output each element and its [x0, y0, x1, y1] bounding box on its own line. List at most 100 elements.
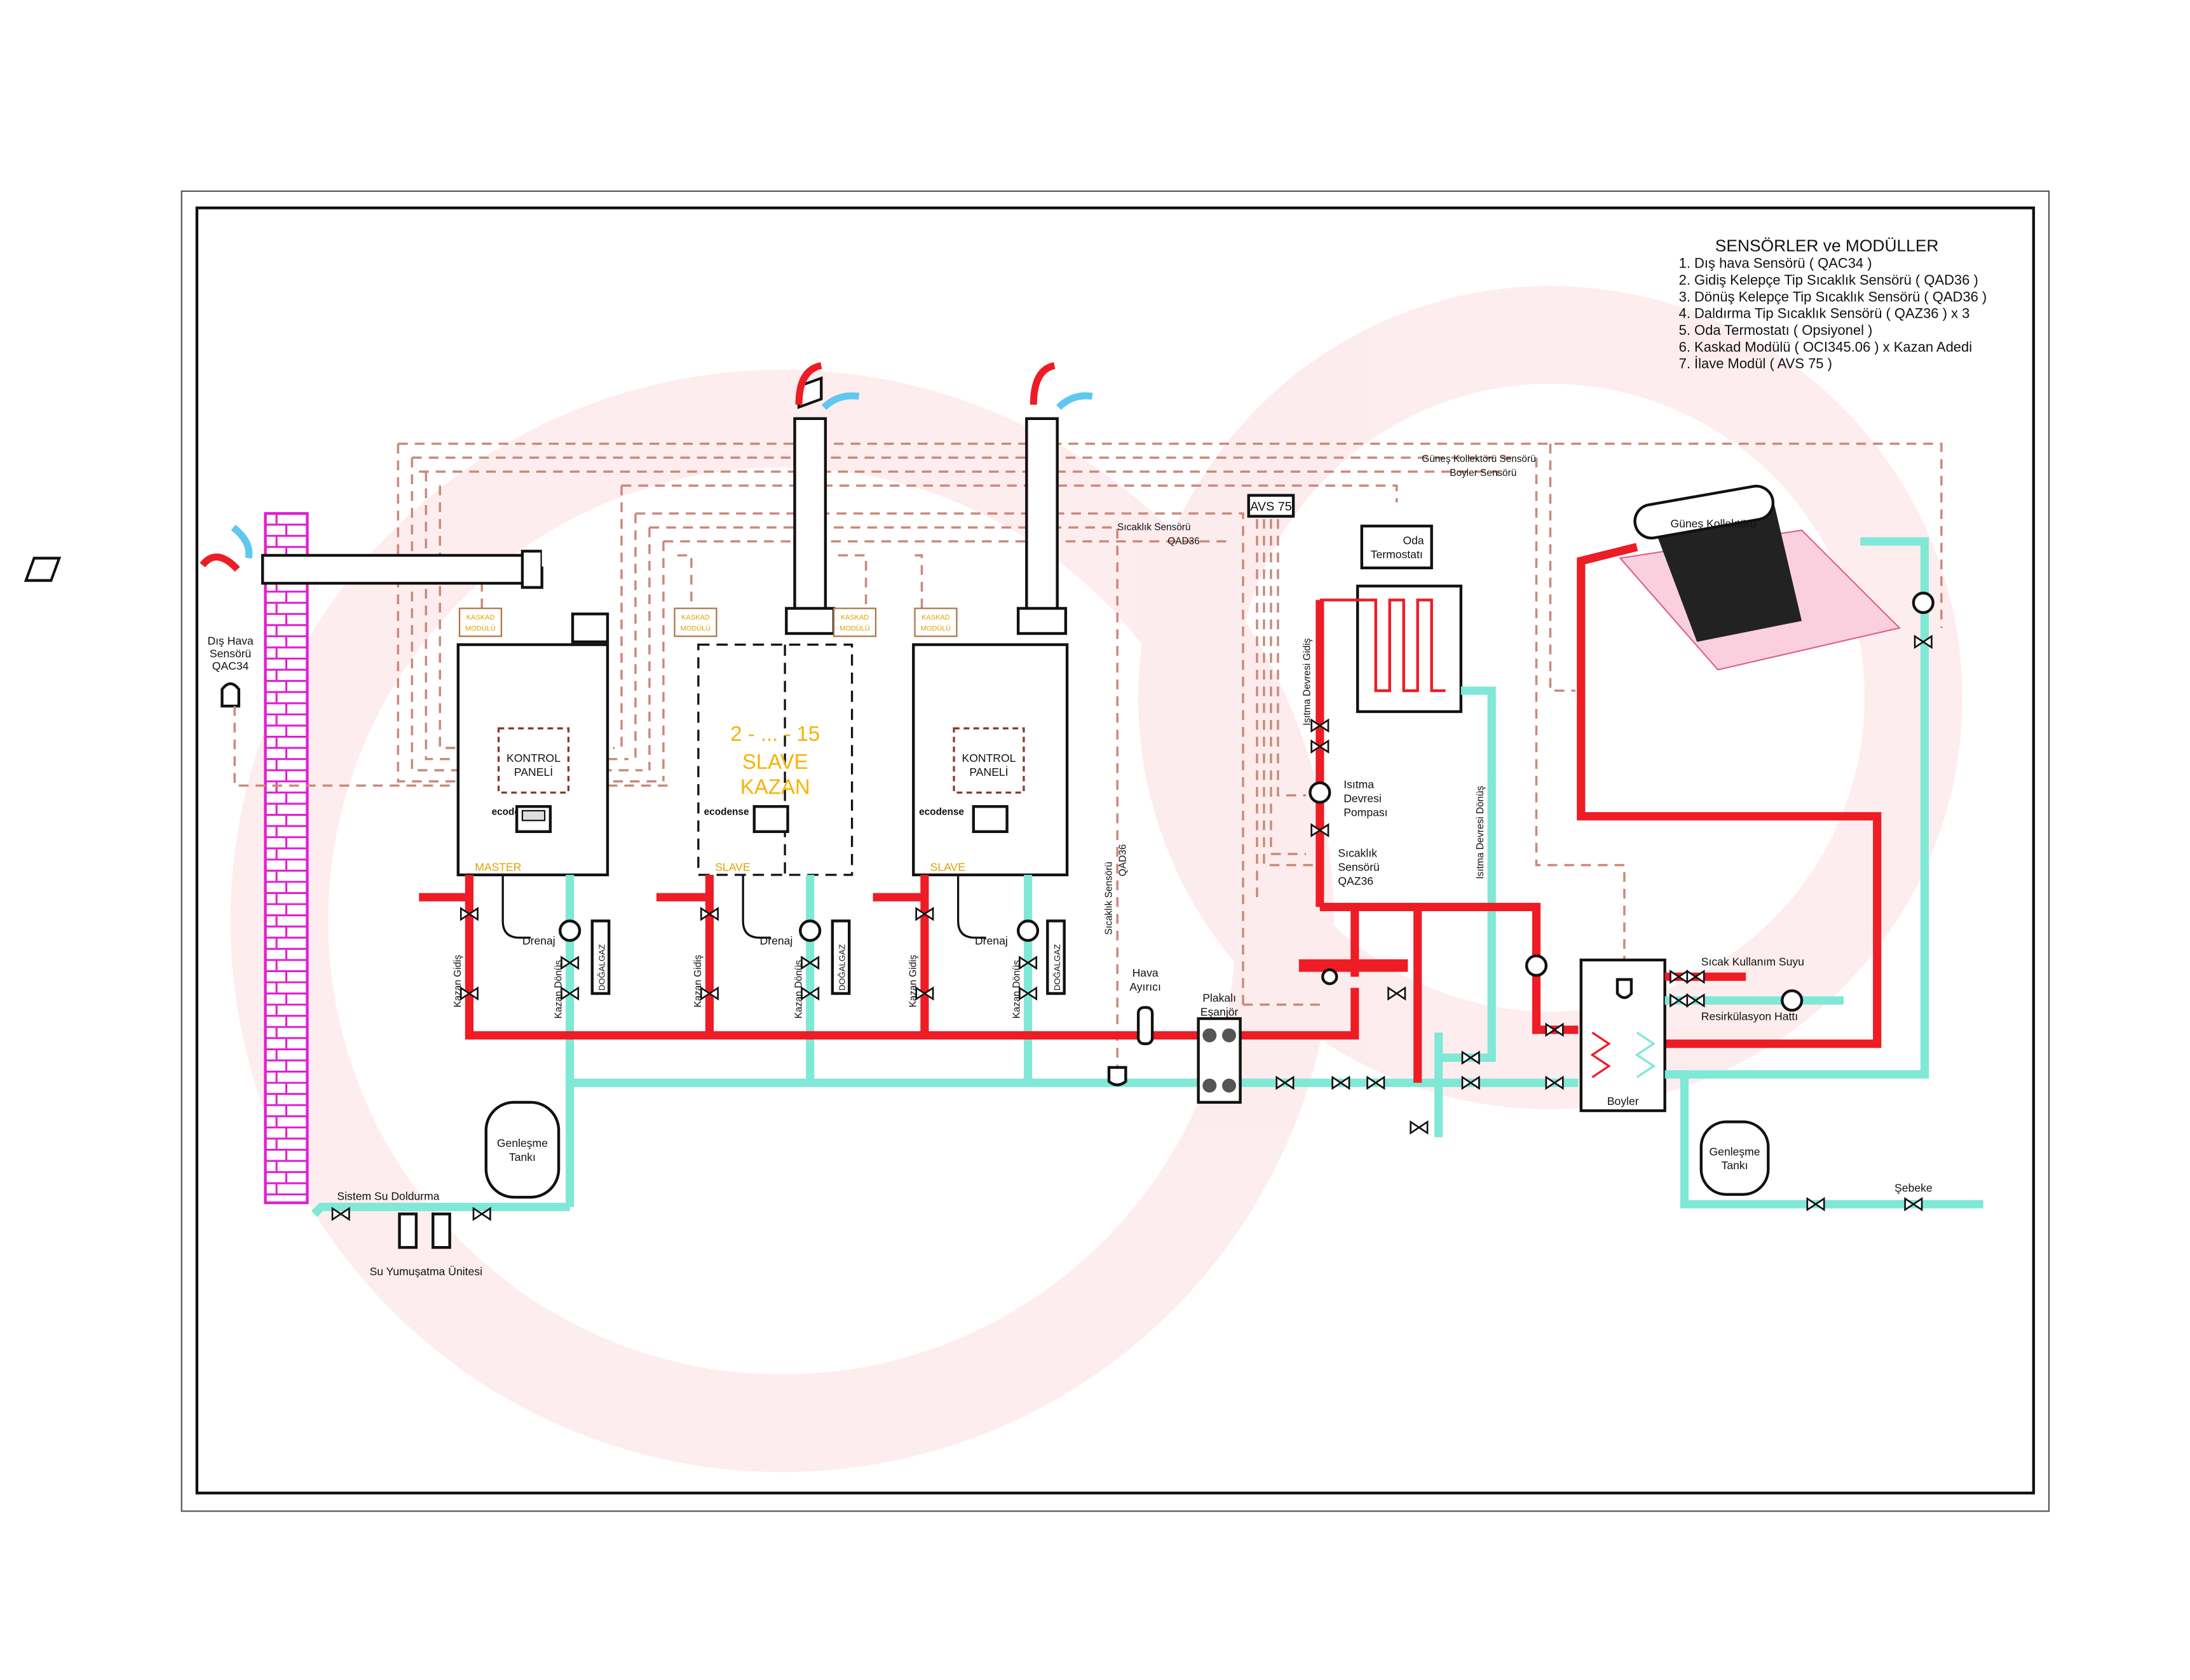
heating-supply-label: Isıtma Devresi Gidiş	[1302, 638, 1312, 726]
tank-sensor-label: Boyler Sensörü	[1450, 468, 1516, 478]
watermark-logo	[230, 286, 1962, 1472]
supply-label: Kazan Gidiş	[693, 954, 704, 1007]
cascade-module-label: KASKAD	[466, 614, 495, 621]
boiler-master: KASKAD MODÜLÜ KONTROL PANELİ ecodense MA…	[456, 607, 609, 877]
valve-icon	[1387, 986, 1406, 1001]
tank-label: Boyler	[1607, 1095, 1639, 1108]
boiler-slave-group: KASKAD MODÜLÜ KASKAD MODÜLÜ 2 - ... - 15…	[674, 607, 877, 876]
flue-pipe-master	[24, 524, 612, 644]
cascade-module-label: MODÜLÜ	[681, 625, 711, 633]
expansion-tank-system: Genleşme Tankı Sistem Su Doldurma Su Yum…	[337, 1101, 561, 1278]
valve-icon	[1545, 1075, 1564, 1090]
pump-icon	[1912, 592, 1935, 614]
legend-item: 6. Kaskad Modülü ( OCI345.06 ) x Kazan A…	[1679, 339, 1972, 355]
outdoor-sensor-label: Sensörü	[210, 647, 251, 660]
softener-label: Su Yumuşatma Ünitesi	[370, 1265, 482, 1278]
valve-icon	[1310, 718, 1330, 733]
heating-pump-label: Isıtma	[1343, 778, 1374, 791]
legend-item: 4. Daldırma Tip Sıcaklık Sensörü ( QAZ36…	[1679, 306, 1970, 322]
cascade-module-label: MODÜLÜ	[465, 625, 496, 633]
sensor-icon	[221, 682, 241, 708]
thermostat-label: Oda	[1403, 534, 1424, 546]
cascade-module-label: KASKAD	[841, 614, 869, 621]
return-label: Kazan Dönüş	[553, 960, 564, 1019]
hot-water-label: Sıcak Kullanım Suyu	[1701, 956, 1804, 968]
flue-pipe-slave-group	[785, 362, 860, 635]
underfloor-heating	[1319, 585, 1496, 782]
main-return-header	[311, 774, 1579, 1217]
avs75-module: AVS 75	[1247, 494, 1295, 518]
pump-icon	[1525, 954, 1548, 977]
gas-label: DOĞALGAZ	[597, 944, 607, 991]
valve-icon	[700, 986, 719, 1001]
valve-icon	[1914, 634, 1933, 649]
legend-item: 3. Dönüş Kelepçe Tip Sıcaklık Sensörü ( …	[1679, 288, 1987, 304]
avs-label: AVS 75	[1250, 500, 1292, 514]
valve-icon	[472, 1207, 491, 1221]
valve-icon	[1310, 823, 1330, 837]
solar-collector: Güneş Kollektörü	[1577, 484, 1935, 1079]
valve-icon	[1310, 739, 1330, 754]
pump-icon	[799, 919, 822, 942]
solar-collector-label: Güneş Kollektörü	[1670, 517, 1756, 530]
valve-icon	[1331, 1075, 1350, 1090]
fill-label: Sistem Su Doldurma	[337, 1190, 439, 1203]
valve-icon	[1019, 986, 1038, 1001]
valve-icon	[1806, 1196, 1825, 1212]
heating-pump-label: Devresi	[1343, 792, 1382, 805]
pump-icon	[1309, 781, 1331, 804]
boiler-tag: SLAVE	[715, 860, 750, 873]
dhw-tank: Boyler Sıcak Kullanım Suyu Resirkülasyon…	[1579, 956, 1983, 1209]
dhw-expansion-label: Genleşme	[1710, 1145, 1760, 1158]
mains-label: Şebeke	[1894, 1181, 1933, 1194]
legend-item: 2. Gidiş Kelepçe Tip Sıcaklık Sensörü ( …	[1679, 272, 1978, 288]
drain-label: Drenaj	[760, 935, 793, 947]
valve-icon	[1545, 1022, 1564, 1037]
inner-frame	[195, 207, 2036, 1494]
valve-icon	[561, 956, 580, 970]
gas-label: DOĞALGAZ	[838, 944, 847, 991]
boiler-tag: MASTER	[475, 860, 521, 873]
heating-return-label: Isıtma Devresi Dönüş	[1475, 785, 1486, 879]
valve-icon	[1461, 1075, 1480, 1090]
return-label: Kazan Dönüş	[1011, 960, 1022, 1019]
heating-circuit-labels: Isıtma Devresi Gidiş Isıtma Devresi Dönü…	[1302, 638, 1486, 887]
hex-label: Plakalı	[1202, 992, 1236, 1005]
return-label: Kazan Dönüş	[793, 960, 804, 1019]
cascade-module-label: KASKAD	[922, 614, 950, 621]
flue-pipe-slave-last	[1016, 362, 1093, 635]
valve-icon	[1410, 1120, 1429, 1135]
valve-icon	[915, 907, 934, 921]
plate-heat-exchanger: Plakalı Eşanjör	[1197, 992, 1242, 1104]
boiler-connections: DOĞALGAZ DOĞALGAZ DOĞALGAZ Drenaj Drenaj…	[419, 874, 1066, 1207]
control-panel-label: PANELİ	[514, 766, 553, 778]
valve-icon	[801, 986, 820, 1001]
legend-item: 5. Oda Termostatı ( Opsiyonel )	[1679, 322, 1873, 338]
outdoor-sensor-label: QAC34	[212, 660, 249, 672]
air-separator-label: Hava	[1132, 966, 1159, 979]
temp-sensor-label: Sıcaklık Sensörü	[1103, 862, 1114, 935]
drain-label: Drenaj	[522, 935, 555, 947]
outdoor-sensor-label: Dış Hava	[207, 635, 253, 647]
boiler-slave-last: KASKAD MODÜLÜ KONTROL PANELİ ecodense SL…	[912, 607, 1069, 877]
solar-sensor-label: Güneş Kollektörü Sensörü	[1422, 454, 1535, 464]
drain-label: Drenaj	[975, 935, 1008, 947]
sensor-icon	[1107, 1066, 1127, 1087]
valve-icon	[1275, 1075, 1295, 1090]
legend-item: 7. İlave Modül ( AVS 75 )	[1679, 356, 1832, 372]
pump-icon	[1781, 989, 1804, 1012]
heating-sensor-label: Sıcaklık	[1338, 846, 1377, 859]
outdoor-sensor: Dış Hava Sensörü QAC34	[207, 635, 254, 708]
wiring-labels: Güneş Kollektörü Sensörü Boyler Sensörü …	[1103, 454, 1536, 1087]
supply-label: Kazan Gidiş	[452, 954, 463, 1007]
air-separator-label: Ayırıcı	[1129, 980, 1160, 993]
cascade-module-label: MODÜLÜ	[921, 625, 951, 633]
legend: SENSÖRLER ve MODÜLLER 1. Dış hava Sensör…	[1679, 236, 1987, 371]
control-panel-label: PANELİ	[969, 766, 1008, 778]
valve-icon	[331, 1207, 350, 1221]
slave-range-label: SLAVE	[742, 750, 808, 773]
valve-icon	[1366, 1075, 1385, 1090]
cascade-module-label: MODÜLÜ	[840, 625, 870, 633]
valve-icon	[459, 907, 479, 921]
